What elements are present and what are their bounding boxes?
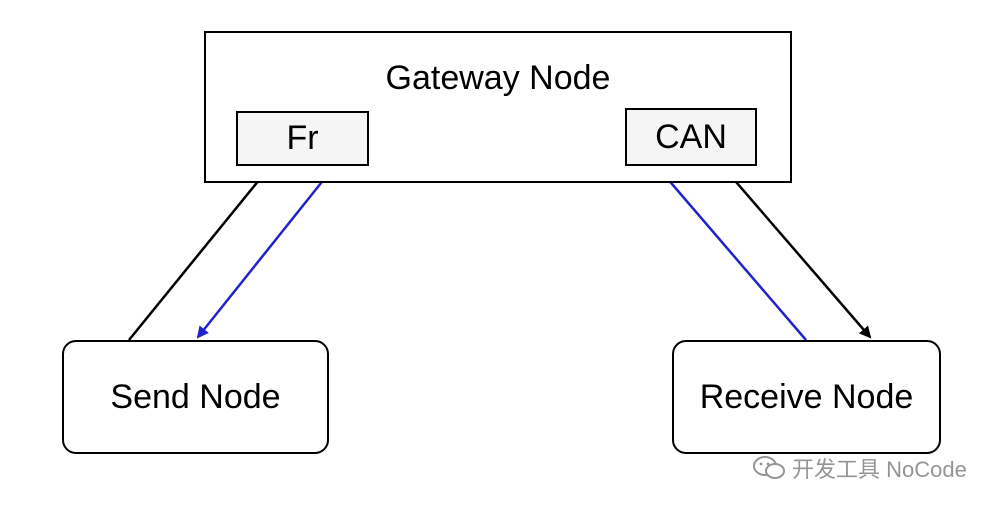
watermark: 开发工具 NoCode (752, 452, 967, 484)
fr-port-label: Fr (286, 119, 319, 157)
watermark-text: 开发工具 NoCode (792, 457, 967, 482)
receive-to-can-arrow (658, 168, 807, 341)
fr-to-send-arrow (196, 167, 334, 339)
send-node-label: Send Node (110, 377, 281, 416)
chat-bubble-icon (753, 456, 785, 479)
fr-port: Fr (236, 111, 369, 166)
gateway-node-title: Gateway Node (385, 59, 611, 97)
send-node: Send Node (62, 340, 329, 454)
can-port-label: CAN (655, 117, 727, 156)
can-port: CAN (625, 108, 757, 166)
can-to-receive-arrow (723, 167, 872, 339)
send-to-fr-arrow (128, 167, 270, 341)
receive-node-label: Receive Node (699, 377, 914, 416)
receive-node: Receive Node (672, 340, 941, 454)
